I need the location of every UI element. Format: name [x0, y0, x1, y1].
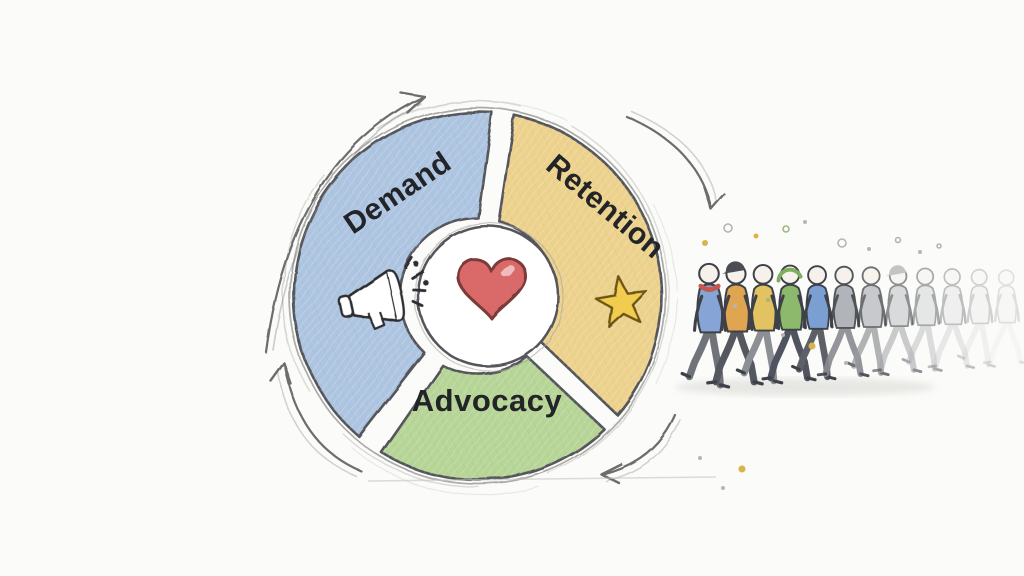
confetti-dot — [766, 298, 770, 302]
confetti-dot — [721, 486, 725, 490]
person-figure — [927, 268, 976, 369]
confetti-dot — [808, 342, 816, 350]
confetti-dot — [837, 238, 847, 248]
megaphone-icon — [338, 256, 429, 331]
star-icon — [594, 275, 648, 329]
confetti-dot — [733, 304, 737, 308]
flow-arrows — [264, 90, 726, 485]
person-figure — [982, 269, 1024, 365]
confetti-dot — [867, 247, 871, 251]
confetti-dot — [803, 220, 807, 224]
outer-sketch-circles — [282, 100, 678, 496]
confetti-dots — [698, 220, 942, 490]
ground-line — [367, 476, 717, 482]
confetti-dot — [738, 465, 746, 473]
confetti-dot — [782, 225, 790, 233]
confetti-dot — [698, 456, 702, 460]
people-shadow — [675, 378, 935, 396]
confetti-dot — [844, 361, 848, 365]
flow-arrow-top-left — [264, 90, 426, 354]
confetti-dot — [918, 250, 922, 254]
person-figure — [901, 267, 943, 372]
center-hub — [414, 222, 564, 372]
confetti-dot — [936, 243, 942, 249]
person-figure — [816, 265, 870, 378]
person-figure — [956, 268, 996, 368]
heart-icon — [456, 257, 528, 321]
sound-lines — [404, 256, 429, 307]
confetti-dot — [781, 333, 785, 337]
person-figure — [735, 264, 784, 385]
confetti-dot — [723, 223, 733, 233]
person-figure — [872, 265, 923, 374]
confetti-dot — [702, 240, 708, 246]
flow-arrow-top-right — [625, 111, 726, 211]
flow-arrow-bottom-left — [269, 361, 363, 477]
confetti-dot — [753, 233, 759, 239]
walking-people — [680, 261, 1024, 389]
advocacy-label: Advocacy — [412, 383, 563, 418]
confetti-dot — [894, 236, 902, 244]
crayon-texture — [293, 112, 662, 480]
person-figure — [706, 261, 764, 386]
